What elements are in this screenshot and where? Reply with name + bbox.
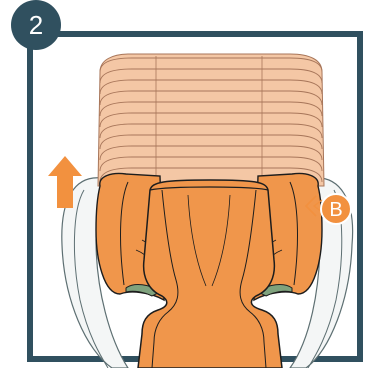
callout-letter: B xyxy=(329,199,342,221)
headrest-positions-ghost xyxy=(98,54,324,186)
step-number: 2 xyxy=(29,10,43,40)
callout-badge: B xyxy=(321,194,351,224)
step-badge: 2 xyxy=(11,0,61,50)
headrest-center-panel xyxy=(138,180,282,368)
headrest-ghost-back xyxy=(98,54,324,186)
